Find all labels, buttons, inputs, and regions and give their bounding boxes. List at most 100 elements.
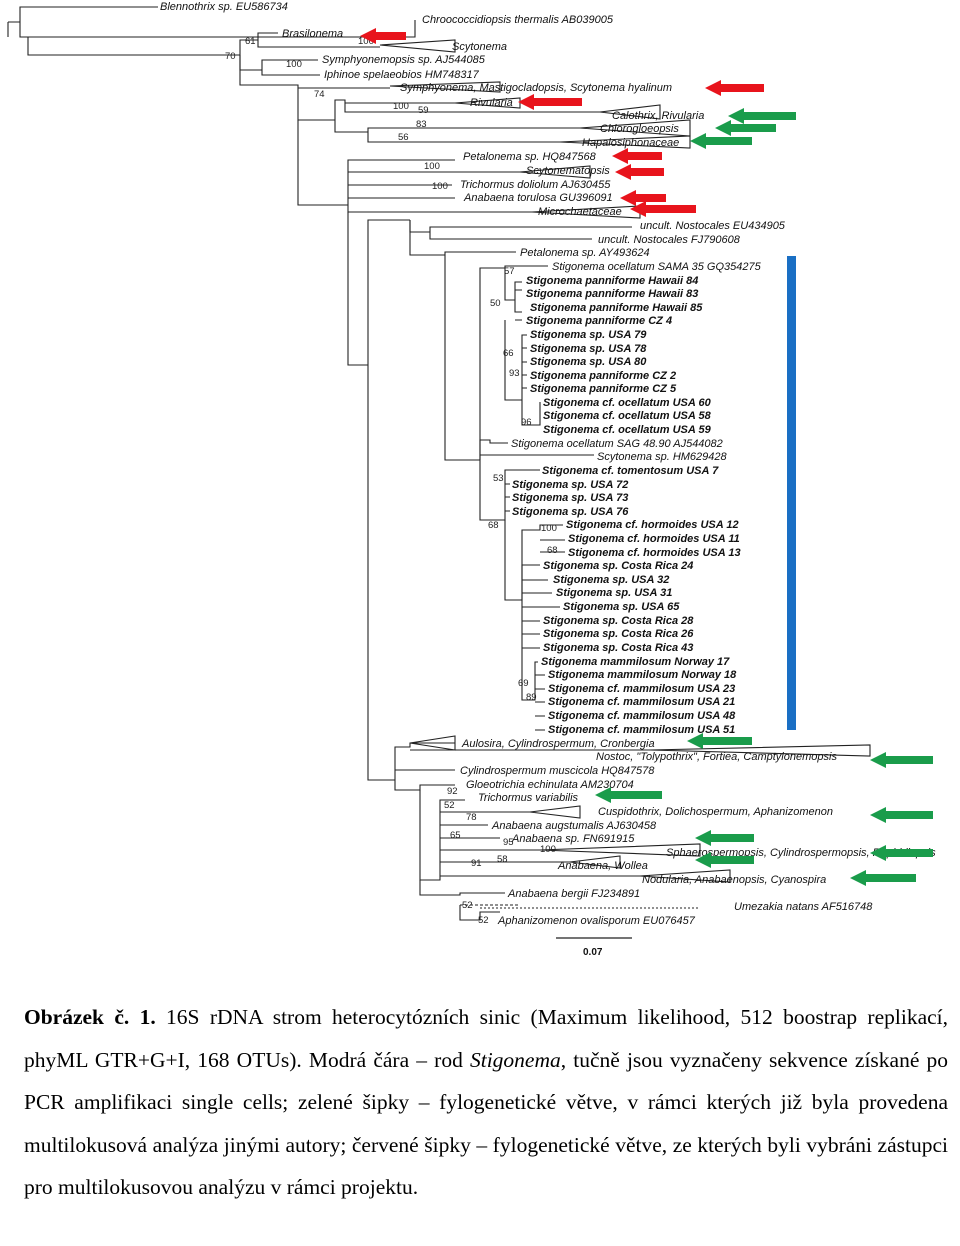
tip-label: Anabaena bergii FJ234891 [507, 888, 640, 900]
tip-label: Stigonema cf. tomentosum USA 7 [542, 465, 719, 477]
support-value: 93 [509, 368, 520, 379]
tip-label: Cuspidothrix, Dolichospermum, Aphanizome… [598, 806, 833, 818]
tip-label: Stigonema sp. USA 79 [530, 329, 647, 341]
red-arrow-icon [705, 80, 764, 96]
support-value: 100 [424, 161, 440, 172]
green-arrow-icon [687, 733, 752, 749]
tip-label: Stigonema cf. ocellatum USA 59 [543, 424, 712, 436]
tip-label: Cylindrospermum muscicola HQ847578 [460, 765, 655, 777]
tip-label: Scytonema sp. HM629428 [597, 451, 728, 463]
green-arrow-icon [870, 752, 933, 768]
support-value: 65 [450, 830, 461, 841]
tip-label: Brasilonema [282, 28, 343, 40]
tip-label: Stigonema sp. Costa Rica 26 [543, 628, 694, 640]
tip-label: Stigonema sp. USA 65 [563, 601, 680, 613]
support-value: 58 [497, 854, 508, 865]
red-arrow-icon [620, 190, 666, 206]
tip-label: Scytonema [452, 41, 507, 53]
green-arrows [595, 108, 933, 886]
tip-label: Iphinoe spelaeobios HM748317 [324, 69, 480, 81]
red-arrow-icon [612, 148, 662, 164]
support-value: 100 [393, 101, 409, 112]
tip-label: Stigonema sp. Costa Rica 24 [543, 560, 693, 572]
caption-genus: Stigonema [469, 1047, 561, 1072]
tip-label: Trichormus doliolum AJ630455 [460, 179, 611, 191]
tip-label: Stigonema ocellatum SAMA 35 GQ354275 [552, 261, 762, 273]
phylogenetic-tree: Blennothrix sp. EU586734 Chroococcidiops… [7, 1, 936, 958]
tip-label: Calothrix, Rivularia [612, 110, 704, 122]
tip-label: Stigonema sp. USA 80 [530, 356, 647, 368]
red-arrow-icon [518, 94, 582, 110]
tip-label: uncult. Nostocales EU434905 [640, 220, 786, 232]
tip-label: Stigonema panniforme Hawaii 85 [530, 302, 703, 314]
stigonema-clade-bar [787, 256, 796, 730]
support-value: 69 [518, 678, 529, 689]
tip-label: Stigonema sp. USA 76 [512, 506, 629, 518]
tip-label: Gloeotrichia echinulata AM230704 [466, 779, 634, 791]
support-value: 61 [245, 36, 256, 47]
tip-label: Stigonema sp. Costa Rica 43 [543, 642, 693, 654]
support-value: 100 [432, 181, 448, 192]
green-arrow-icon [595, 787, 662, 803]
tip-label: Anabaena, Wollea [557, 860, 648, 872]
tip-label: Trichormus variabilis [478, 792, 579, 804]
tip-label: Stigonema cf. ocellatum USA 60 [543, 397, 712, 409]
support-value: 100 [286, 59, 302, 70]
tip-label: Stigonema mammilosum Norway 18 [548, 669, 737, 681]
tip-label: Symphyonemopsis sp. AJ544085 [322, 54, 486, 66]
tip-label: Stigonema cf. mammilosum USA 51 [548, 724, 735, 736]
support-values: 70 61 100 100 74 100 59 83 56 100 100 57… [225, 36, 558, 926]
red-arrow-icon [615, 164, 664, 180]
caption-label: Obrázek č. 1. [24, 1005, 156, 1029]
tip-label: Symphyonema, Mastigocladopsis, Scytonema… [400, 82, 672, 94]
tip-label: Stigonema cf. hormoides USA 11 [568, 533, 740, 545]
tip-label: Stigonema sp. USA 72 [512, 479, 628, 491]
tip-label: Anabaena augstumalis AJ630458 [491, 820, 657, 832]
green-arrow-icon [695, 830, 754, 846]
support-value: 100 [541, 523, 557, 534]
support-value: 78 [466, 812, 477, 823]
tip-label: Stigonema ocellatum SAG 48.90 AJ544082 [511, 438, 723, 450]
tip-label: Stigonema cf. mammilosum USA 48 [548, 710, 736, 722]
tip-label: Anabaena sp. FN691915 [511, 833, 635, 845]
tip-label: Anabaena torulosa GU396091 [463, 192, 613, 204]
tip-label: Stigonema sp. USA 78 [530, 343, 647, 355]
tip-label: Umezakia natans AF516748 [734, 901, 873, 913]
tip-label: Stigonema cf. mammilosum USA 23 [548, 683, 735, 695]
tip-label: Stigonema sp. USA 73 [512, 492, 628, 504]
tip-label: Scytonematopsis [526, 165, 610, 177]
green-arrow-icon [695, 852, 754, 868]
tip-label: Stigonema sp. Costa Rica 28 [543, 615, 694, 627]
support-value: 50 [490, 298, 501, 309]
tip-label: Aphanizomenon ovalisporum EU076457 [497, 915, 696, 927]
caption-text-2: , tučně jsou vyznačeny sekvence získané … [24, 1047, 949, 1200]
figure-caption: Obrázek č. 1. 16S rDNA strom heterocytóz… [24, 996, 948, 1209]
support-value: 70 [225, 51, 236, 62]
tip-label: Stigonema mammilosum Norway 17 [541, 656, 730, 668]
support-value: 91 [471, 858, 482, 869]
support-value: 68 [488, 520, 499, 531]
support-value: 52 [444, 800, 455, 811]
tip-label: Nostoc, "Tolypothrix", Fortiea, Camptylo… [596, 751, 837, 763]
support-value: 52 [478, 915, 489, 926]
tip-label: Stigonema panniforme CZ 5 [530, 383, 677, 395]
support-value: 74 [314, 89, 325, 100]
green-arrow-icon [870, 807, 933, 823]
support-value: 95 [503, 837, 514, 848]
red-arrow-icon [360, 28, 406, 44]
green-arrow-icon [870, 845, 933, 861]
tip-label: Blennothrix sp. EU586734 [160, 1, 288, 13]
tip-label: Chlorogloeopsis [600, 123, 679, 135]
tip-label: Hapalosiphonaceae [582, 137, 679, 149]
tip-label: Stigonema cf. hormoides USA 12 [566, 519, 739, 531]
green-arrow-icon [728, 108, 796, 124]
tip-label: Petalonema sp. AY493624 [520, 247, 650, 259]
tip-label: Stigonema sp. USA 32 [553, 574, 669, 586]
support-value: 53 [493, 473, 504, 484]
tip-label: uncult. Nostocales FJ790608 [598, 234, 741, 246]
red-arrows [360, 28, 764, 217]
tip-label: Chroococcidiopsis thermalis AB039005 [422, 14, 614, 26]
tip-label: Rivularia [470, 97, 513, 109]
support-value: 68 [547, 545, 558, 556]
tip-label: Petalonema sp. HQ847568 [463, 151, 597, 163]
